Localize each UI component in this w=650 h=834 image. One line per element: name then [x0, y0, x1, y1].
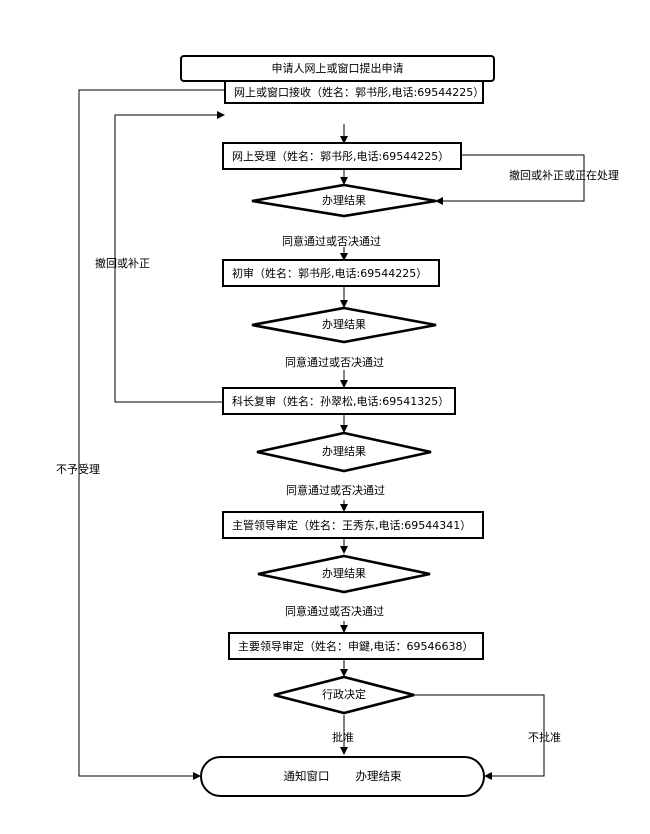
label-withdraw-correct: 撤回或补正: [95, 257, 150, 270]
step-principal-label: 主要领导审定（姓名：申鍵,电话：69546638）: [238, 639, 474, 653]
terminal-notify: 通知窗口: [283, 768, 330, 783]
step-apply-label: 申请人网上或窗口提出申请: [271, 62, 404, 75]
terminal-done: 办理结束: [355, 768, 402, 783]
decision-text-3: 办理结果: [322, 445, 366, 458]
label-pass-2: 同意通过或否决通过: [285, 356, 384, 369]
step-receive: 网上或窗口接收（姓名：郭书彤,电话:69544225）: [224, 80, 484, 104]
decision-diamond-1: [251, 183, 437, 218]
label-reject: 不批准: [528, 731, 561, 744]
decision-text-1: 办理结果: [322, 194, 366, 207]
step-accept: 网上受理（姓名：郭书彤,电话:69544225）: [222, 142, 462, 170]
label-pass-4: 同意通过或否决通过: [285, 605, 384, 618]
step-first-review-label: 初审（姓名：郭书彤,电话:69544225）: [232, 266, 428, 280]
label-approve: 批准: [332, 731, 354, 744]
decision-text-2: 办理结果: [322, 318, 366, 331]
decision-text-4: 办理结果: [322, 567, 366, 580]
step-principal: 主要领导审定（姓名：申鍵,电话：69546638）: [228, 632, 484, 660]
path-reject: [414, 694, 545, 780]
label-not-accepted: 不予受理: [56, 463, 100, 476]
label-withdraw-processing: 撤回或补正或正在处理: [509, 169, 619, 182]
decision-diamond-admin: [273, 675, 415, 715]
decision-diamond-2: [251, 306, 437, 344]
step-first-review: 初审（姓名：郭书彤,电话:69544225）: [222, 259, 440, 287]
step-section-chief-label: 科长复审（姓名：孙翠松,电话:69541325）: [232, 394, 450, 408]
label-pass-3: 同意通过或否决通过: [286, 484, 385, 497]
loop-withdraw-correct: [114, 111, 225, 403]
step-accept-label: 网上受理（姓名：郭书彤,电话:69544225）: [232, 149, 450, 163]
step-supervisor-label: 主管领导审定（姓名：王秀东,电话:69544341）: [232, 518, 472, 532]
decision-diamond-3: [256, 431, 432, 473]
step-section-chief: 科长复审（姓名：孙翠松,电话:69541325）: [222, 387, 456, 415]
loop-withdraw-processing: [435, 154, 585, 205]
decision-diamond-4: [257, 554, 431, 594]
decision-text-admin: 行政决定: [322, 688, 366, 701]
terminal-end: 通知窗口 办理结束: [200, 756, 485, 797]
step-supervisor: 主管领导审定（姓名：王秀东,电话:69544341）: [222, 511, 484, 539]
step-apply: 申请人网上或窗口提出申请: [180, 55, 495, 82]
path-not-accepted: [78, 89, 224, 780]
label-pass-1: 同意通过或否决通过: [282, 235, 381, 248]
step-receive-label: 网上或窗口接收（姓名：郭书彤,电话:69544225）: [234, 85, 485, 99]
